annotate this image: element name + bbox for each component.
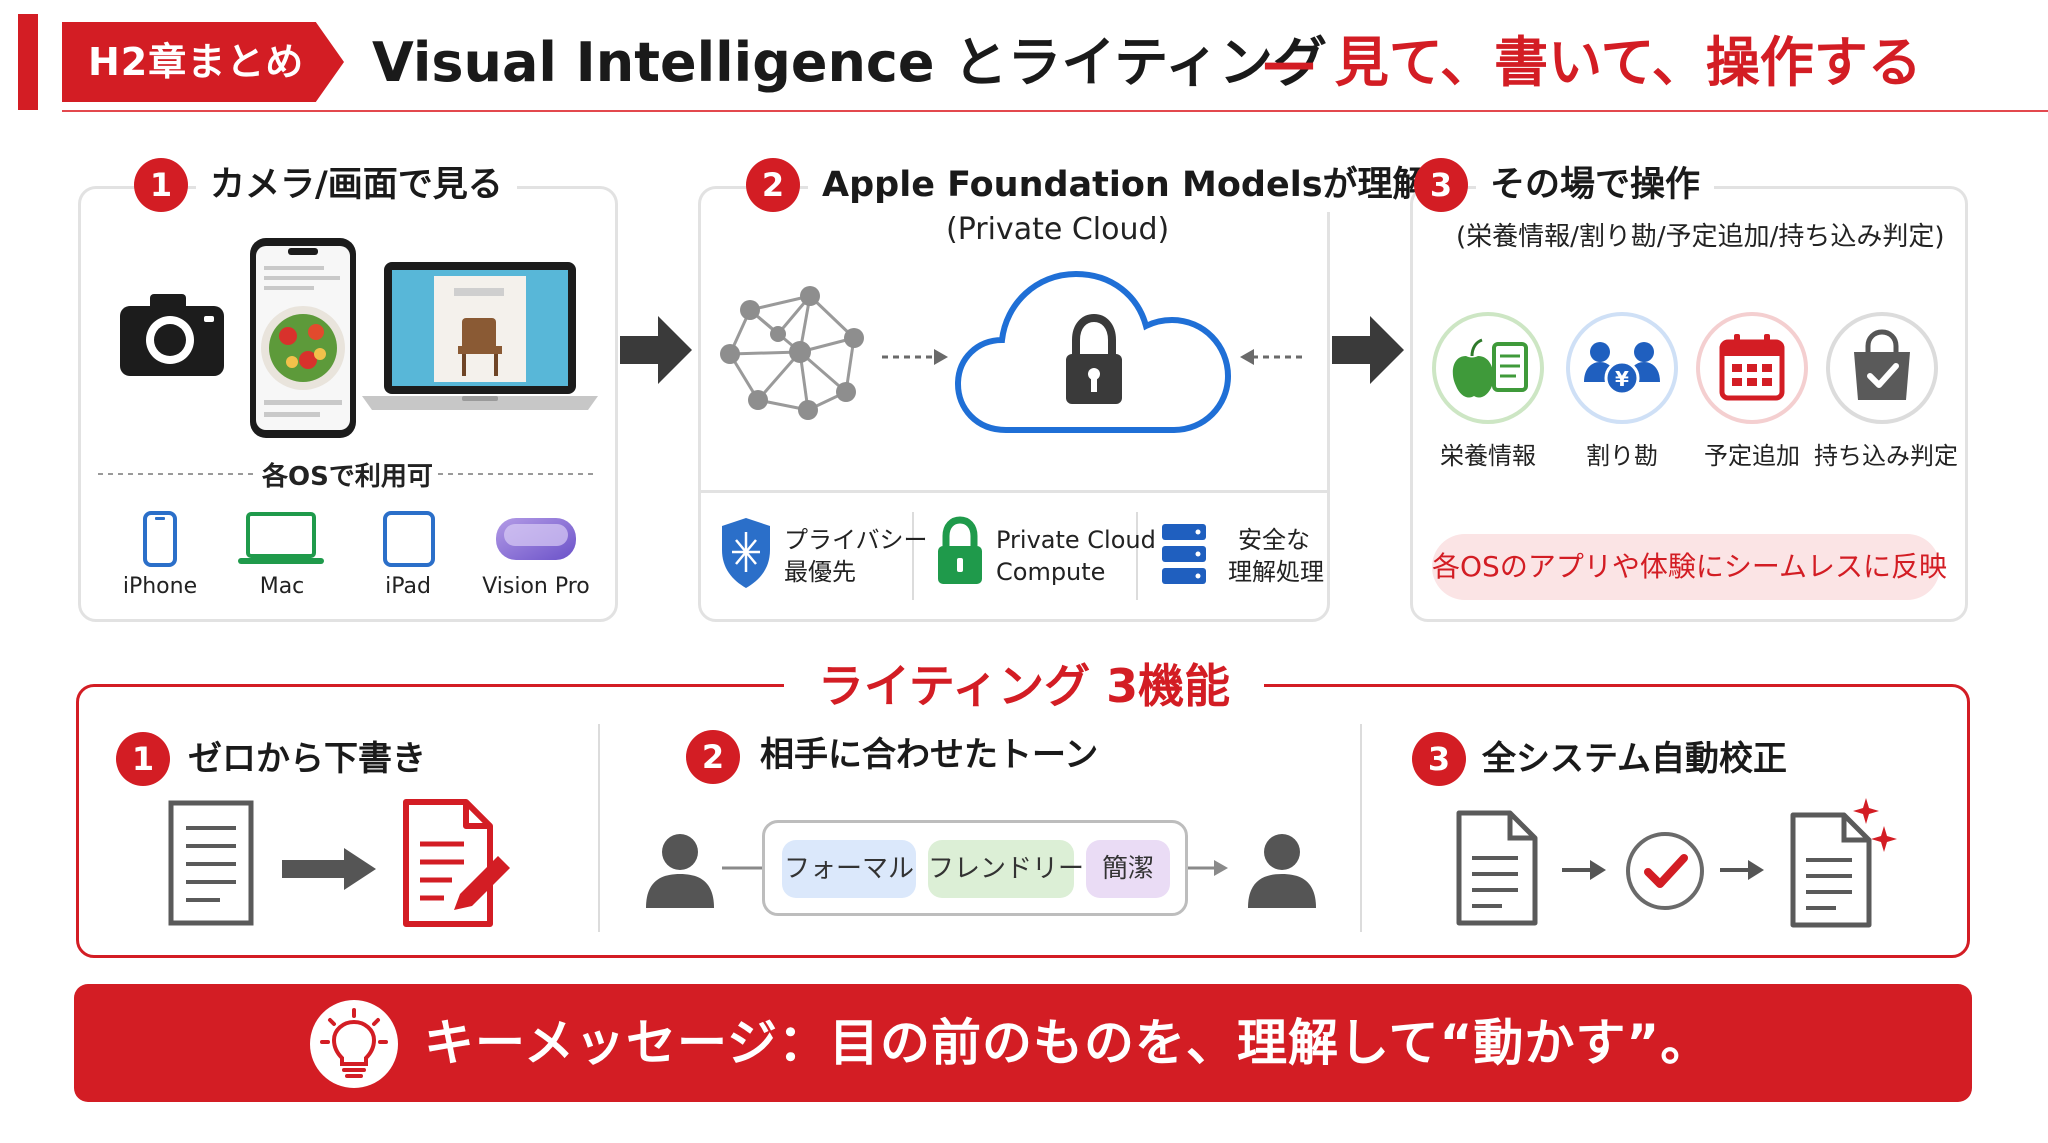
feature-separator (1136, 512, 1138, 600)
step-2-badge: 2 (746, 158, 800, 212)
iphone-food-mockup-icon (250, 238, 356, 438)
tone-option-concise[interactable]: 簡潔 (1086, 840, 1170, 898)
chapter-tag: H2章まとめ (62, 22, 344, 102)
private-cloud-lock-icon (954, 270, 1232, 433)
calendar-icon (1719, 334, 1785, 401)
step-3-title: その場で操作 (1476, 158, 1715, 212)
iphone-icon (143, 511, 177, 567)
person-left-icon (646, 834, 714, 908)
feature-safe-line1: 安全な (1238, 526, 1310, 554)
mac-icon (238, 512, 324, 564)
check-circle-icon (1626, 832, 1704, 910)
op-label-split-bill: 割り勘 (1586, 442, 1658, 470)
step-2-title: Apple Foundation Modelsが理解 (808, 158, 1442, 212)
ipad-icon (383, 511, 435, 567)
flow-arrow-1-2-icon (620, 316, 692, 384)
neural-network-icon (720, 286, 864, 420)
split-bill-circle: ¥ (1566, 312, 1678, 424)
carry-on-circle (1826, 312, 1938, 424)
step-3-subtitle: (栄養情報/割り勘/予定追加/持ち込み判定) (1456, 222, 1945, 252)
lock-icon (938, 516, 982, 584)
dashed-arrow-left-icon (1240, 349, 1306, 365)
step-1-badge: 1 (134, 158, 188, 212)
document-edit-icon (403, 799, 510, 927)
header-accent-bar (18, 14, 38, 110)
document-before-icon (1456, 810, 1538, 926)
os-caption: 各OSで利用可 (262, 462, 433, 492)
blank-document-icon (168, 800, 254, 926)
dashed-arrow-right-icon (882, 349, 948, 365)
op-label-carry-on: 持ち込み判定 (1814, 442, 1958, 470)
person-right-icon (1248, 834, 1316, 908)
nutrition-circle (1432, 312, 1544, 424)
writing-3-title: 全システム自動校正 (1482, 739, 1787, 779)
mac-chair-mockup-icon (362, 262, 598, 410)
server-icon (1162, 524, 1206, 584)
bag-check-icon (1854, 329, 1910, 400)
op-label-calendar: 予定追加 (1704, 442, 1800, 470)
step-2-subtitle: (Private Cloud) (946, 212, 1170, 247)
step-3-badge: 3 (1414, 158, 1468, 212)
seamless-reflect-pill: 各OSのアプリや体験にシームレスに反映 (1432, 534, 1947, 600)
feature-pcc-line2: Compute (996, 558, 1106, 586)
os-dashed-rule (98, 473, 598, 475)
feature-pcc-line1: Private Cloud (996, 526, 1156, 554)
device-label-mac: Mac (259, 574, 305, 599)
writing-2-title: 相手に合わせたトーン (760, 735, 1099, 775)
feature-safe-line2: 理解処理 (1228, 558, 1324, 586)
tone-connector-line (722, 866, 764, 870)
flow-arrow-2-3-icon (1332, 316, 1404, 384)
writing-1-title: ゼロから下書き (188, 739, 426, 779)
step-1-title: カメラ/画面で見る (196, 158, 517, 212)
writing-2-badge: 2 (686, 730, 740, 784)
document-corrected-icon (1790, 798, 1897, 928)
key-message-text: キーメッセージ：目の前のものを、理解して“動かす”。 (424, 1014, 1712, 1072)
op-label-nutrition: 栄養情報 (1440, 442, 1536, 470)
tone-option-friendly[interactable]: フレンドリー (928, 840, 1084, 898)
proof-arrow-1-icon (1562, 860, 1606, 880)
vision-pro-icon (496, 518, 576, 560)
nutrition-icon (1452, 338, 1528, 398)
tone-option-formal[interactable]: フォーマル (782, 840, 916, 898)
svg-text:¥: ¥ (1615, 367, 1629, 391)
writing-separator (598, 724, 600, 932)
panel-2-divider (698, 490, 1330, 493)
writing-1-badge: 1 (116, 732, 170, 786)
writing-section-title: ライティング 3機能 (784, 656, 1264, 716)
page-title: Visual Intelligence とライティング (372, 31, 1328, 94)
feature-privacy-line1: プライバシー (784, 526, 928, 554)
calendar-circle (1696, 312, 1808, 424)
feature-separator (912, 512, 914, 600)
camera-icon (120, 294, 224, 376)
device-label-ipad: iPad (385, 574, 431, 599)
lightbulb-icon (320, 1008, 388, 1078)
writing-3-badge: 3 (1412, 732, 1466, 786)
shield-icon (722, 518, 770, 588)
device-label-vision-pro: Vision Pro (482, 574, 590, 599)
feature-privacy-line2: 最優先 (784, 558, 856, 586)
split-bill-icon: ¥ (1584, 342, 1660, 396)
device-label-iphone: iPhone (122, 574, 198, 599)
lightbulb-circle (310, 1000, 398, 1088)
tone-arrow-icon (1188, 860, 1228, 876)
header-rule (62, 110, 2048, 112)
proof-arrow-2-icon (1720, 860, 1764, 880)
page-subtitle: — 見て、書いて、操作する (1262, 31, 1922, 94)
draft-arrow-icon (282, 848, 376, 890)
writing-separator (1360, 724, 1362, 932)
